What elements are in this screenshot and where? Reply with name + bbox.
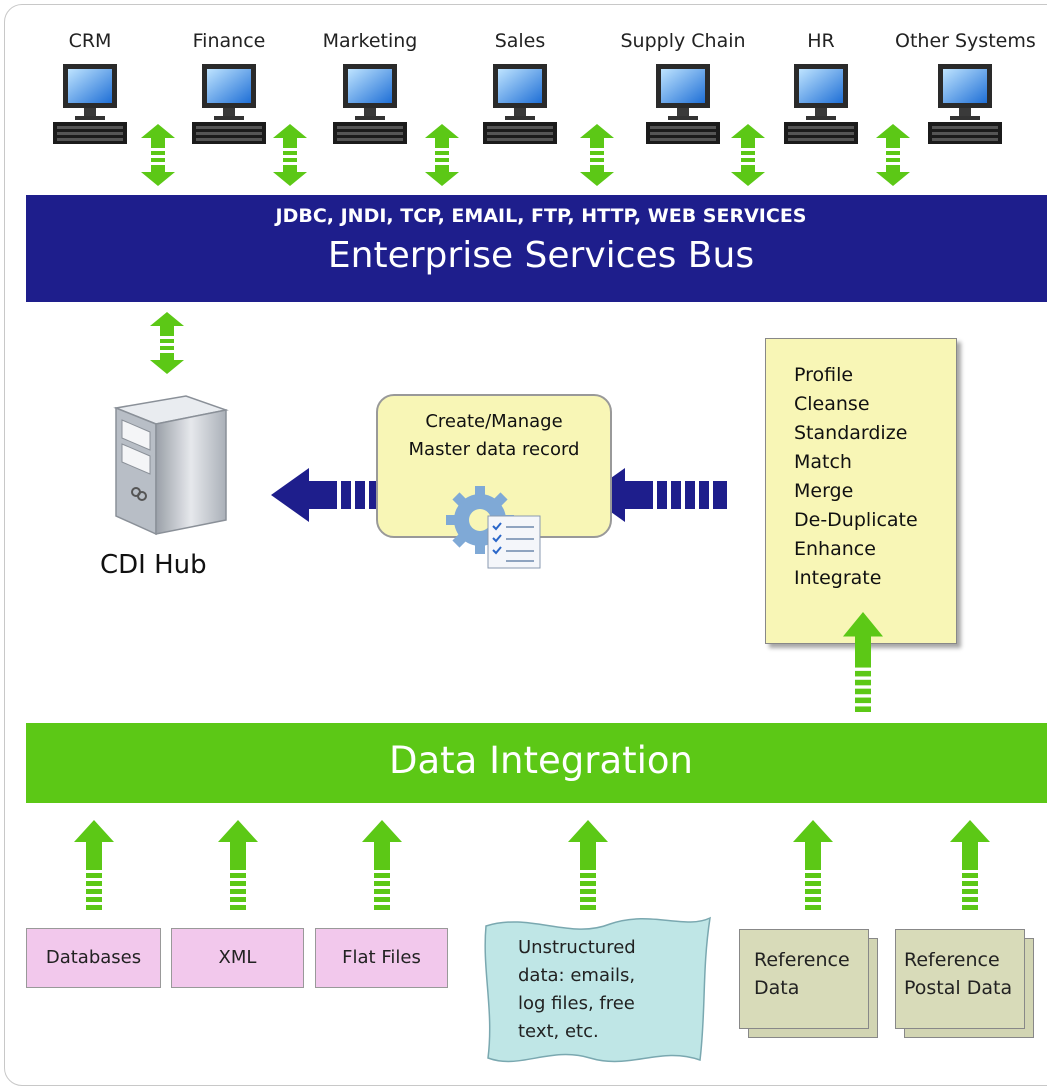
system-label: CRM xyxy=(68,30,112,52)
system-label: Finance xyxy=(192,30,266,52)
computer-icon xyxy=(333,64,407,152)
reference-data-line: Data xyxy=(754,977,800,999)
up-arrow-icon xyxy=(950,820,990,910)
source-xml: XML xyxy=(171,928,304,988)
enterprise-services-bus: JDBC, JNDI, TCP, EMAIL, FTP, HTTP, WEB S… xyxy=(26,195,1047,302)
reference-data-card: Reference Data xyxy=(739,929,869,1029)
double-arrow-icon xyxy=(425,124,459,186)
master-data-line1: Create/Manage xyxy=(425,411,563,432)
unstructured-data-shape xyxy=(484,916,711,1063)
data-quality-steps-box: Profile Cleanse Standardize Match Merge … xyxy=(765,338,957,644)
system-finance: Finance xyxy=(159,30,299,156)
double-arrow-icon xyxy=(580,124,614,186)
system-supply-chain: Supply Chain xyxy=(613,30,753,156)
computer-icon xyxy=(646,64,720,152)
step-match: Match xyxy=(794,451,852,473)
server-icon xyxy=(113,395,229,536)
up-arrow-icon xyxy=(793,820,833,910)
unstructured-line: log files, free xyxy=(518,993,635,1014)
system-other: Other Systems xyxy=(895,30,1036,156)
double-arrow-icon xyxy=(150,312,184,374)
system-hr: HR xyxy=(751,30,891,156)
unstructured-text: Unstructured data: emails, log files, fr… xyxy=(518,934,688,1046)
system-sales: Sales xyxy=(450,30,590,156)
postal-data-line: Reference xyxy=(904,949,1000,971)
up-arrow-icon xyxy=(568,820,608,910)
postal-data-line: Postal Data xyxy=(904,977,1013,999)
system-label: HR xyxy=(807,30,835,52)
system-marketing: Marketing xyxy=(300,30,440,156)
cdi-hub-label: CDI Hub xyxy=(100,550,207,580)
computer-icon xyxy=(53,64,127,152)
up-arrow-icon xyxy=(843,612,883,712)
step-cleanse: Cleanse xyxy=(794,393,870,415)
computer-icon xyxy=(192,64,266,152)
double-arrow-icon xyxy=(731,124,765,186)
up-arrow-icon xyxy=(218,820,258,910)
step-merge: Merge xyxy=(794,480,854,502)
reference-data-line: Reference xyxy=(754,949,850,971)
step-profile: Profile xyxy=(794,364,854,386)
computer-icon xyxy=(928,64,1002,152)
master-data-line2: Master data record xyxy=(408,439,580,460)
esb-title: Enterprise Services Bus xyxy=(327,235,755,276)
step-enhance: Enhance xyxy=(794,538,876,560)
system-crm: CRM xyxy=(20,30,160,156)
unstructured-line: text, etc. xyxy=(518,1021,599,1042)
system-label: Marketing xyxy=(322,30,418,52)
up-arrow-icon xyxy=(362,820,402,910)
gear-checklist-icon xyxy=(446,486,541,569)
double-arrow-icon xyxy=(876,124,910,186)
diagram-frame xyxy=(4,4,1047,1086)
computer-icon xyxy=(483,64,557,152)
unstructured-line: data: emails, xyxy=(518,965,636,986)
esb-protocols: JDBC, JNDI, TCP, EMAIL, FTP, HTTP, WEB S… xyxy=(275,205,807,227)
unstructured-line: Unstructured xyxy=(518,937,636,958)
source-databases: Databases xyxy=(26,928,161,988)
up-arrow-icon xyxy=(74,820,114,910)
computer-icon xyxy=(784,64,858,152)
system-label: Sales xyxy=(494,30,546,52)
double-arrow-icon xyxy=(273,124,307,186)
postal-data-card: Reference Postal Data xyxy=(895,929,1025,1029)
system-label: Other Systems xyxy=(895,30,1036,52)
double-arrow-icon xyxy=(141,124,175,186)
data-integration-title: Data Integration xyxy=(389,739,693,782)
step-standardize: Standardize xyxy=(794,422,908,444)
system-label: Supply Chain xyxy=(620,30,746,52)
data-integration-bar: Data Integration xyxy=(26,723,1047,803)
step-integrate: Integrate xyxy=(794,567,882,589)
source-flat-files: Flat Files xyxy=(315,928,448,988)
step-de-duplicate: De-Duplicate xyxy=(794,509,918,531)
